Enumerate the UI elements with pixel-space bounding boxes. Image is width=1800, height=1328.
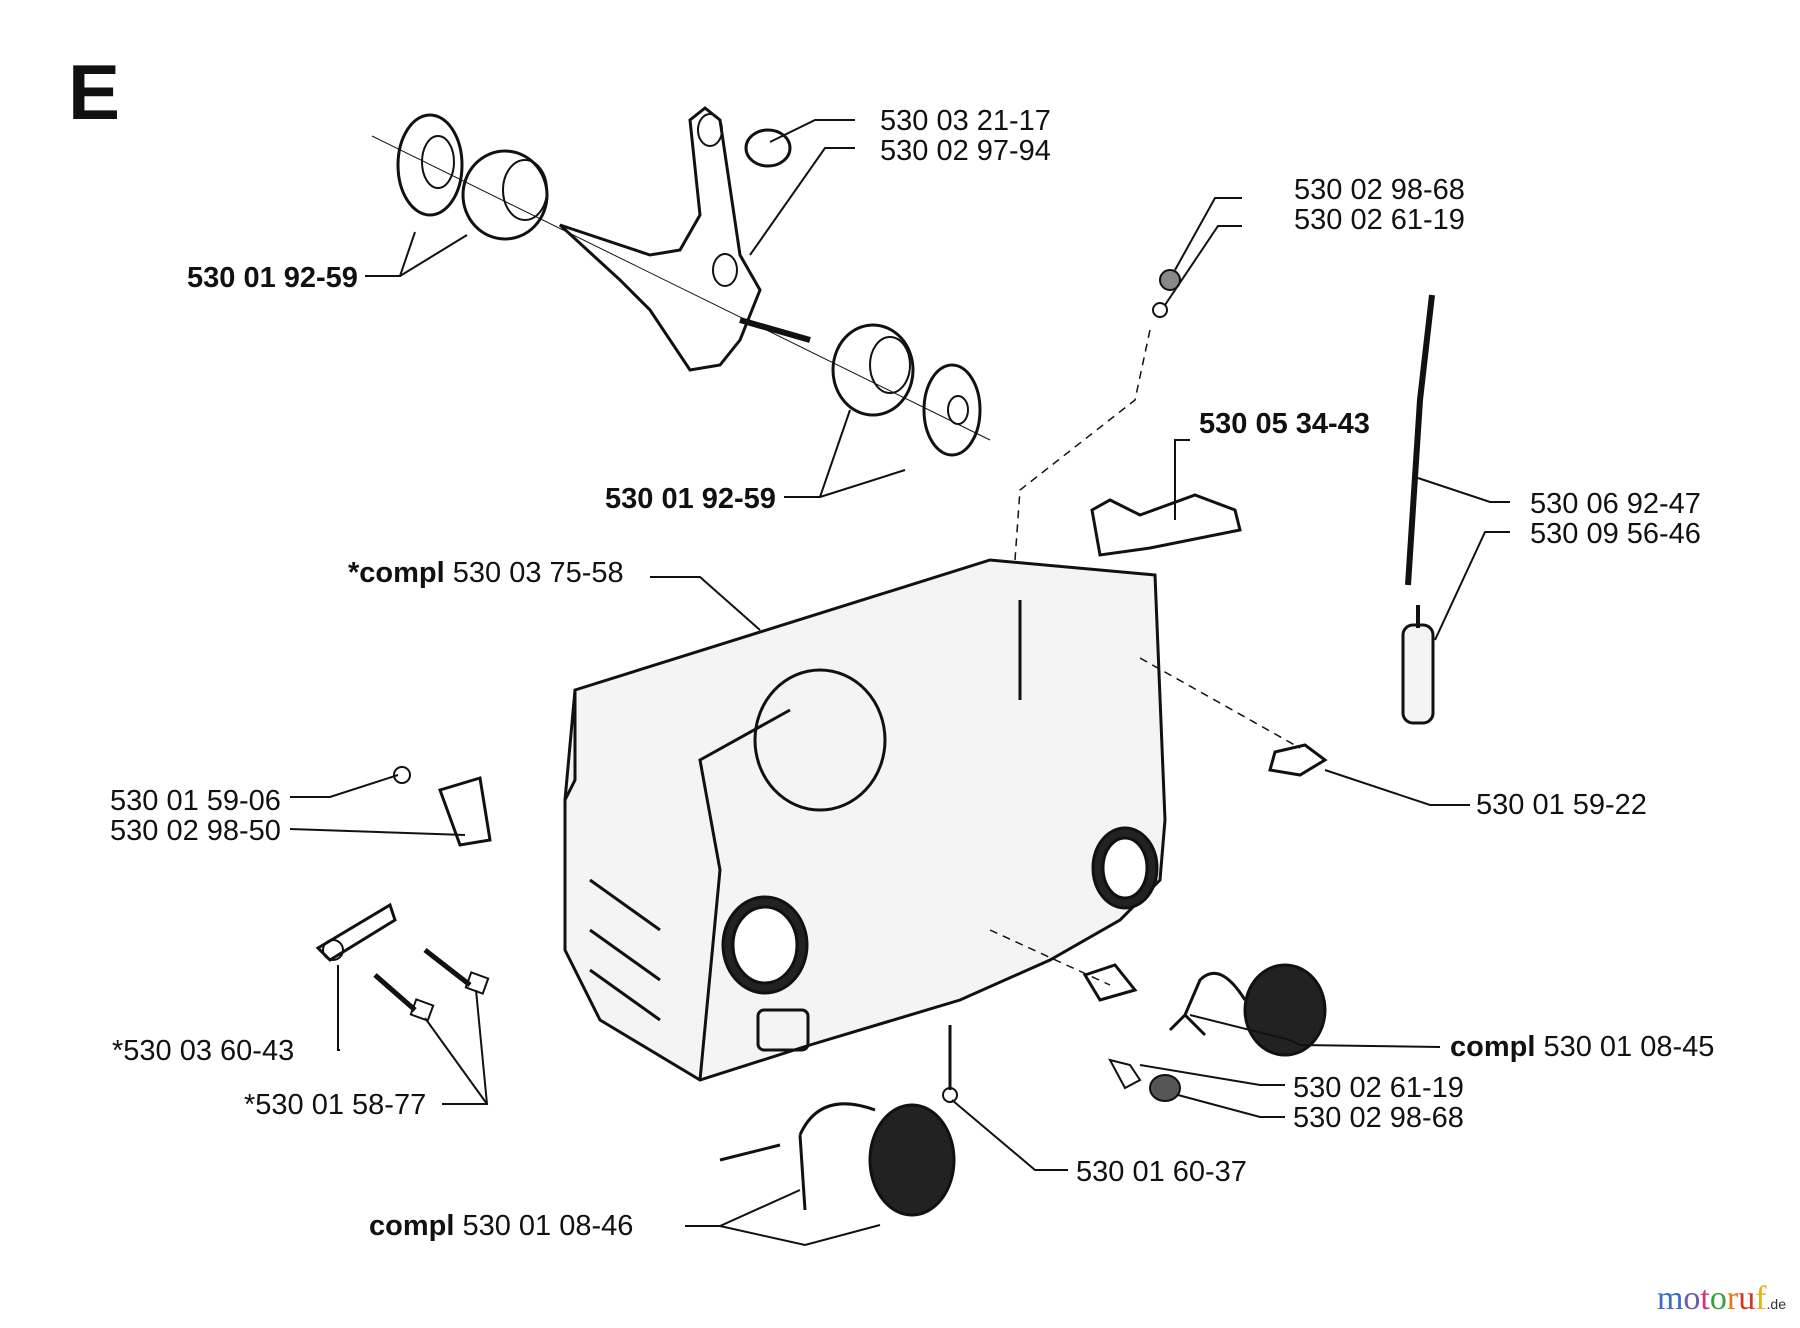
part-label[interactable]: *compl 530 03 75-58	[348, 558, 624, 588]
part-label[interactable]: 530 01 59-06	[110, 785, 281, 817]
brand-letter: o	[1683, 1280, 1701, 1317]
part-label[interactable]: 530 02 97-94	[880, 135, 1051, 167]
part-label[interactable]: 530 06 92-47	[1530, 488, 1701, 520]
part-label[interactable]: *530 03 60-43	[112, 1035, 295, 1067]
part-label[interactable]: 530 02 61-19	[1293, 1072, 1464, 1104]
brand-letter: o	[1709, 1280, 1727, 1317]
label-prefix: *compl	[348, 557, 445, 589]
ball-bearing-top	[461, 149, 549, 241]
bracket-part	[1090, 493, 1242, 557]
brand-logo: motoruf.de	[1657, 1280, 1786, 1318]
brand-letter: u	[1738, 1280, 1756, 1317]
part-label[interactable]: 530 01 60-37	[1076, 1156, 1247, 1188]
brand-letter: f	[1755, 1280, 1767, 1317]
crankcase	[563, 558, 1167, 1082]
ball-bearing-bottom	[831, 323, 915, 417]
part-label[interactable]: 530 05 34-43	[1199, 408, 1370, 440]
brand-letter: r	[1726, 1280, 1739, 1317]
part-label[interactable]: 530 09 56-46	[1530, 518, 1701, 550]
seal-bottom	[922, 363, 982, 457]
part-label[interactable]: 530 01 92-59	[605, 483, 776, 515]
part-label[interactable]: 530 03 21-17	[880, 105, 1051, 137]
label-number: 530 01 08-46	[462, 1210, 634, 1242]
brand-suffix: .de	[1766, 1296, 1786, 1312]
seal-ring	[396, 113, 464, 217]
label-prefix: compl	[369, 1210, 455, 1242]
needle-bearing	[744, 128, 792, 168]
crankcase-leader	[650, 576, 761, 631]
part-label[interactable]: 530 01 92-59	[187, 262, 358, 294]
brand-letter: t	[1700, 1280, 1710, 1317]
part-label[interactable]: 530 02 98-50	[110, 815, 281, 847]
part-label[interactable]: compl 530 01 08-46	[369, 1211, 633, 1241]
label-prefix: compl	[1450, 1031, 1536, 1063]
part-label[interactable]: 530 02 98-68	[1293, 1102, 1464, 1134]
part-label[interactable]: 530 02 61-19	[1294, 204, 1465, 236]
part-label[interactable]: 530 02 98-68	[1294, 174, 1465, 206]
section-letter: E	[68, 48, 121, 136]
crankshaft-assembly	[365, 106, 991, 498]
label-number: 530 01 08-45	[1543, 1031, 1715, 1063]
part-label[interactable]: 530 01 59-22	[1476, 789, 1647, 821]
label-number: 530 03 75-58	[452, 557, 624, 589]
part-label[interactable]: *530 01 58-77	[244, 1089, 427, 1121]
brand-letter: m	[1656, 1280, 1684, 1317]
part-label[interactable]: compl 530 01 08-45	[1450, 1032, 1714, 1062]
